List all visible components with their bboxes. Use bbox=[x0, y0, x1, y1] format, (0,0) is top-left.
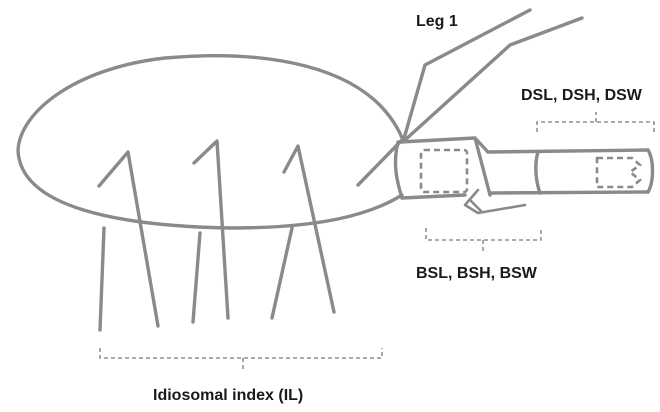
body-legs bbox=[99, 141, 334, 330]
idiosomal-label: Idiosomal index (IL) bbox=[153, 387, 303, 404]
basal-dashed-region bbox=[421, 150, 467, 192]
basal-label: BSL, BSH, BSW bbox=[416, 265, 538, 282]
idiosoma-outline bbox=[18, 56, 403, 228]
distal-segment bbox=[488, 150, 653, 193]
distal-dashed-tip bbox=[597, 158, 640, 187]
distal-bracket bbox=[537, 112, 654, 132]
distal-label: DSL, DSH, DSW bbox=[521, 87, 643, 104]
basal-segment bbox=[395, 138, 525, 213]
basal-bracket bbox=[426, 228, 541, 252]
idiosomal-bracket bbox=[100, 348, 382, 370]
leg-1-label: Leg 1 bbox=[416, 13, 458, 30]
